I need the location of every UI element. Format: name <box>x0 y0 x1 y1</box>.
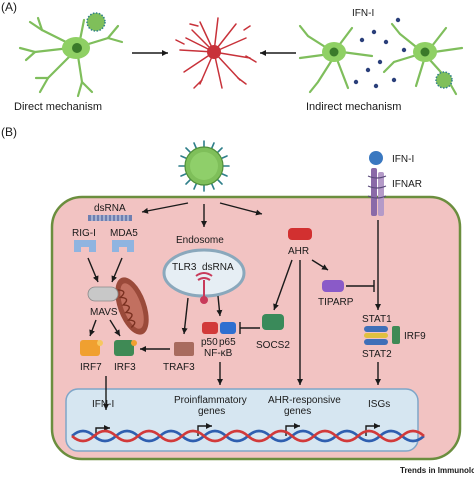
mavs-arrows <box>89 319 121 337</box>
rig-mda-arrows <box>87 257 123 283</box>
traf3-icon <box>174 342 194 356</box>
irf3-phospho-icon <box>131 340 137 346</box>
journal-label: Trends in Immunology <box>400 466 474 475</box>
endosome-arrows <box>181 295 223 335</box>
indirect-caption: Indirect mechanism <box>306 101 401 113</box>
stat1-label: STAT1 <box>362 314 392 325</box>
mavs-icon <box>87 286 119 302</box>
irf7-icon <box>80 340 100 356</box>
tlr3-icon <box>195 272 213 304</box>
stat2-label: STAT2 <box>362 349 392 360</box>
ifn-dots <box>353 17 407 89</box>
tlr3-label: TLR3 <box>172 262 197 273</box>
irf9-label: IRF9 <box>404 331 426 342</box>
p50-label: p50 <box>201 337 218 348</box>
p65-label: p65 <box>219 337 236 348</box>
virus-small-icon <box>86 12 106 32</box>
dsrna-top-icon <box>88 215 132 221</box>
virus-icon <box>178 140 230 192</box>
socs2-inhibit <box>239 322 260 334</box>
ifnar-icon <box>367 168 387 216</box>
rig-i-icon <box>74 240 96 252</box>
stat-complex-icon <box>364 326 400 345</box>
nucleus-isgs-label: ISGs <box>368 399 390 410</box>
dsrna-endo-label: dsRNA <box>202 262 234 273</box>
irf3-icon <box>114 340 134 356</box>
irf3-label: IRF3 <box>114 362 136 373</box>
nucleus-proinflammatory-genes-label: genes <box>198 406 225 417</box>
panel-b-label: (B) <box>1 125 17 139</box>
direct-neuron-icon <box>18 16 124 98</box>
tiparp-inhibit <box>346 280 375 292</box>
tiparp-label: TIPARP <box>318 297 354 308</box>
virus-arrows <box>141 202 263 227</box>
tiparp-icon <box>322 280 344 292</box>
p50-icon <box>202 322 218 334</box>
virus-small-right-icon <box>435 71 453 89</box>
nucleus-ifn-i-label: IFN-I <box>92 399 114 410</box>
dsrna-top-label: dsRNA <box>94 203 126 214</box>
ifn-label-a: IFN-I <box>352 8 374 19</box>
nucleus-ahr-responsive-label: AHR-responsive <box>268 395 341 406</box>
mitochondrion-icon <box>115 277 149 335</box>
nucleus <box>65 388 419 452</box>
mda5-icon <box>112 240 134 252</box>
ahr-label: AHR <box>288 246 309 257</box>
nucleus-ahr-responsive-genes-label: genes <box>284 406 311 417</box>
ifnar-label: IFNAR <box>392 179 422 190</box>
reactive-cell-icon <box>175 17 257 89</box>
nfkb-label: NF-κB <box>204 348 233 359</box>
traf3-label: TRAF3 <box>163 362 195 373</box>
socs2-label: SOCS2 <box>256 340 290 351</box>
irf7-phospho-icon <box>97 340 103 346</box>
indirect-neuron-left-icon <box>298 24 374 94</box>
dna-helix-icon <box>71 429 425 443</box>
ahr-icon <box>288 228 312 240</box>
indirect-neuron-right-icon <box>382 22 464 96</box>
p65-icon <box>220 322 236 334</box>
ahr-arrows <box>273 259 329 385</box>
panel-a-label: (A) <box>1 0 17 14</box>
mavs-label: MAVS <box>90 307 118 318</box>
direct-caption: Direct mechanism <box>14 101 102 113</box>
irf7-label: IRF7 <box>80 362 102 373</box>
mda5-label: MDA5 <box>110 228 138 239</box>
ifn-i-label: IFN-I <box>392 154 414 165</box>
nucleus-proinflammatory-label: Proinflammatory <box>174 395 247 406</box>
ifn-i-icon <box>369 151 383 165</box>
rig-i-label: RIG-I <box>72 228 96 239</box>
socs2-icon <box>262 314 284 330</box>
endosome-label: Endosome <box>176 235 224 246</box>
